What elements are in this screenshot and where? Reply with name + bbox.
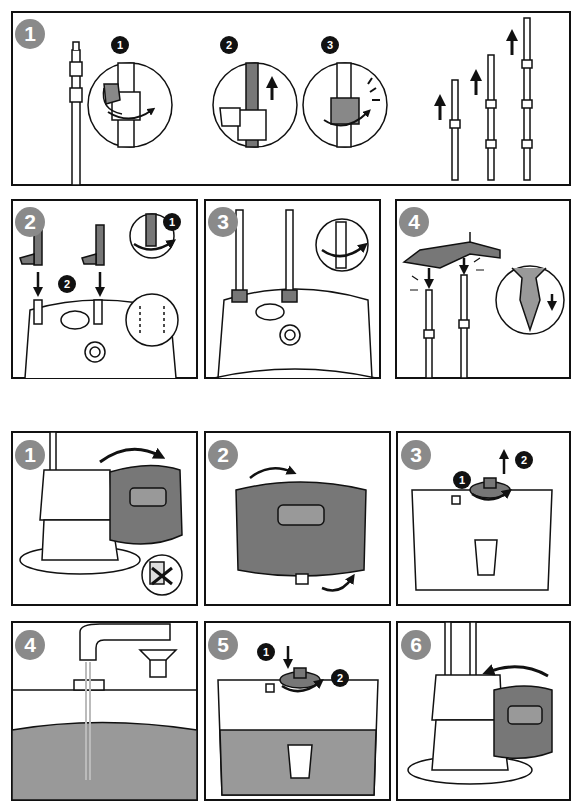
step-number: 3 (401, 440, 431, 470)
step-number: 2 (208, 440, 238, 470)
callout-number: 2 (220, 36, 238, 54)
callout-number: 1 (111, 36, 129, 54)
callout-number: 2 (58, 275, 76, 293)
callout-number: 1 (257, 643, 275, 661)
step-number: 3 (208, 207, 238, 237)
step-number: 6 (401, 630, 431, 660)
callout-number: 3 (321, 36, 339, 54)
step-number: 4 (399, 207, 429, 237)
callout-number: 2 (331, 669, 349, 687)
step-number: 4 (15, 630, 45, 660)
step-number: 5 (208, 630, 238, 660)
callout-number: 1 (163, 213, 181, 231)
callout-number: 2 (515, 451, 533, 469)
step-number: 2 (15, 207, 45, 237)
callout-number: 1 (453, 471, 471, 489)
step-number: 1 (15, 19, 45, 49)
step-number: 1 (15, 440, 45, 470)
